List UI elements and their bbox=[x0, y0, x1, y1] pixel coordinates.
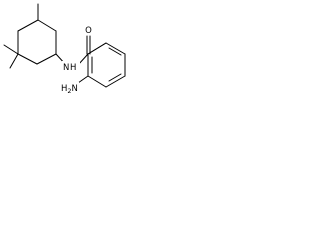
oxygen-label: O bbox=[84, 25, 93, 36]
aromatic-inner-bond bbox=[108, 73, 122, 82]
amide-hydrogen-text: H bbox=[70, 63, 76, 73]
amino-label: H2N bbox=[60, 82, 79, 95]
amino-group-text: H2N bbox=[61, 84, 78, 95]
aromatic-bond bbox=[87, 42, 107, 55]
cyclohexane-ring bbox=[17, 19, 57, 65]
amide-nitrogen-text: N bbox=[63, 63, 69, 73]
aromatic-bond bbox=[105, 42, 126, 55]
oxygen-atom-text: O bbox=[85, 26, 92, 36]
aromatic-inner-bond bbox=[108, 47, 122, 56]
ring-bond bbox=[17, 53, 38, 65]
chemical-structure-diagram: O N H H2N bbox=[3, 3, 126, 95]
ring-bond bbox=[36, 53, 57, 65]
methyl-bond-gem-2 bbox=[9, 53, 19, 69]
amino-bond bbox=[77, 75, 89, 84]
aromatic-bond bbox=[87, 75, 107, 88]
amino-n-text: N bbox=[72, 84, 78, 94]
aromatic-bond bbox=[105, 75, 126, 88]
benzene-ring bbox=[87, 42, 126, 88]
amino-h-text: H bbox=[61, 84, 67, 94]
amino-subscript-text: 2 bbox=[67, 87, 71, 95]
carbonyl-group bbox=[86, 35, 91, 55]
methyl-bond-gem-1 bbox=[3, 44, 19, 55]
ring-bond bbox=[17, 19, 39, 32]
methyl-groups bbox=[3, 3, 39, 69]
amide-nh-label: N H bbox=[62, 61, 80, 73]
ring-bond bbox=[37, 19, 57, 32]
